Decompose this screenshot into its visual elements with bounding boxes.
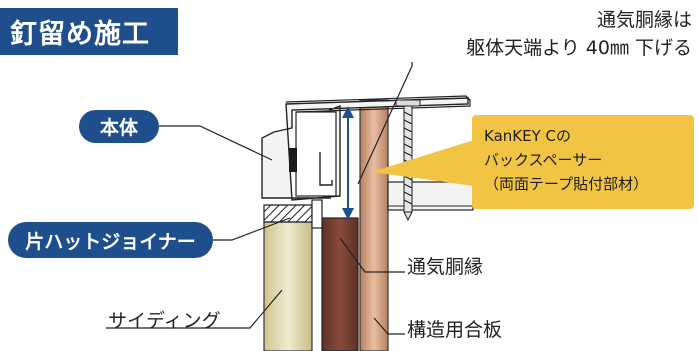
back-spacer-callout: KanKEY Cの バックスペーサー （両面テープ貼付部材） [472,115,694,209]
body-hook [319,152,333,186]
label-body: 本体 [79,110,159,143]
offset-note: 通気胴縁は 躯体天端より 40㎜ 下げる [466,6,692,62]
plywood-board [359,99,389,351]
label-hat-joiner: 片ハットジョイナー [8,222,213,258]
page-title: 釘留め施工 [0,8,178,55]
callout-line1: KanKEY Cの [484,127,571,145]
callout-line2: バックスペーサー [484,151,603,169]
callout-line3: （両面テープ貼付部材） [484,175,649,193]
hat-joiner-shape [263,204,313,223]
label-structural-plywood: 構造用合板 [407,319,503,341]
label-siding: サイディング [108,310,221,332]
hat-joiner-flange [311,199,323,229]
leader-plywood [373,317,405,335]
leader-note [357,62,413,185]
leader-hat [213,217,291,241]
screw-icon [395,99,421,222]
body-inner-panel [295,111,337,197]
main-body-shape [261,97,469,201]
offset-note-line2: 躯体天端より 40㎜ 下げる [466,37,692,59]
back-spacer-plate [387,181,474,211]
leader-body [159,125,273,161]
siding-board [263,221,313,351]
body-gasket [289,148,297,172]
leader-siding [106,289,283,329]
offset-note-line1: 通気胴縁は [596,9,692,31]
furring-strip [321,217,359,351]
label-ventilation-furring: 通気胴縁 [407,256,484,278]
leader-furring [339,237,405,273]
callout-pointer [372,140,474,186]
